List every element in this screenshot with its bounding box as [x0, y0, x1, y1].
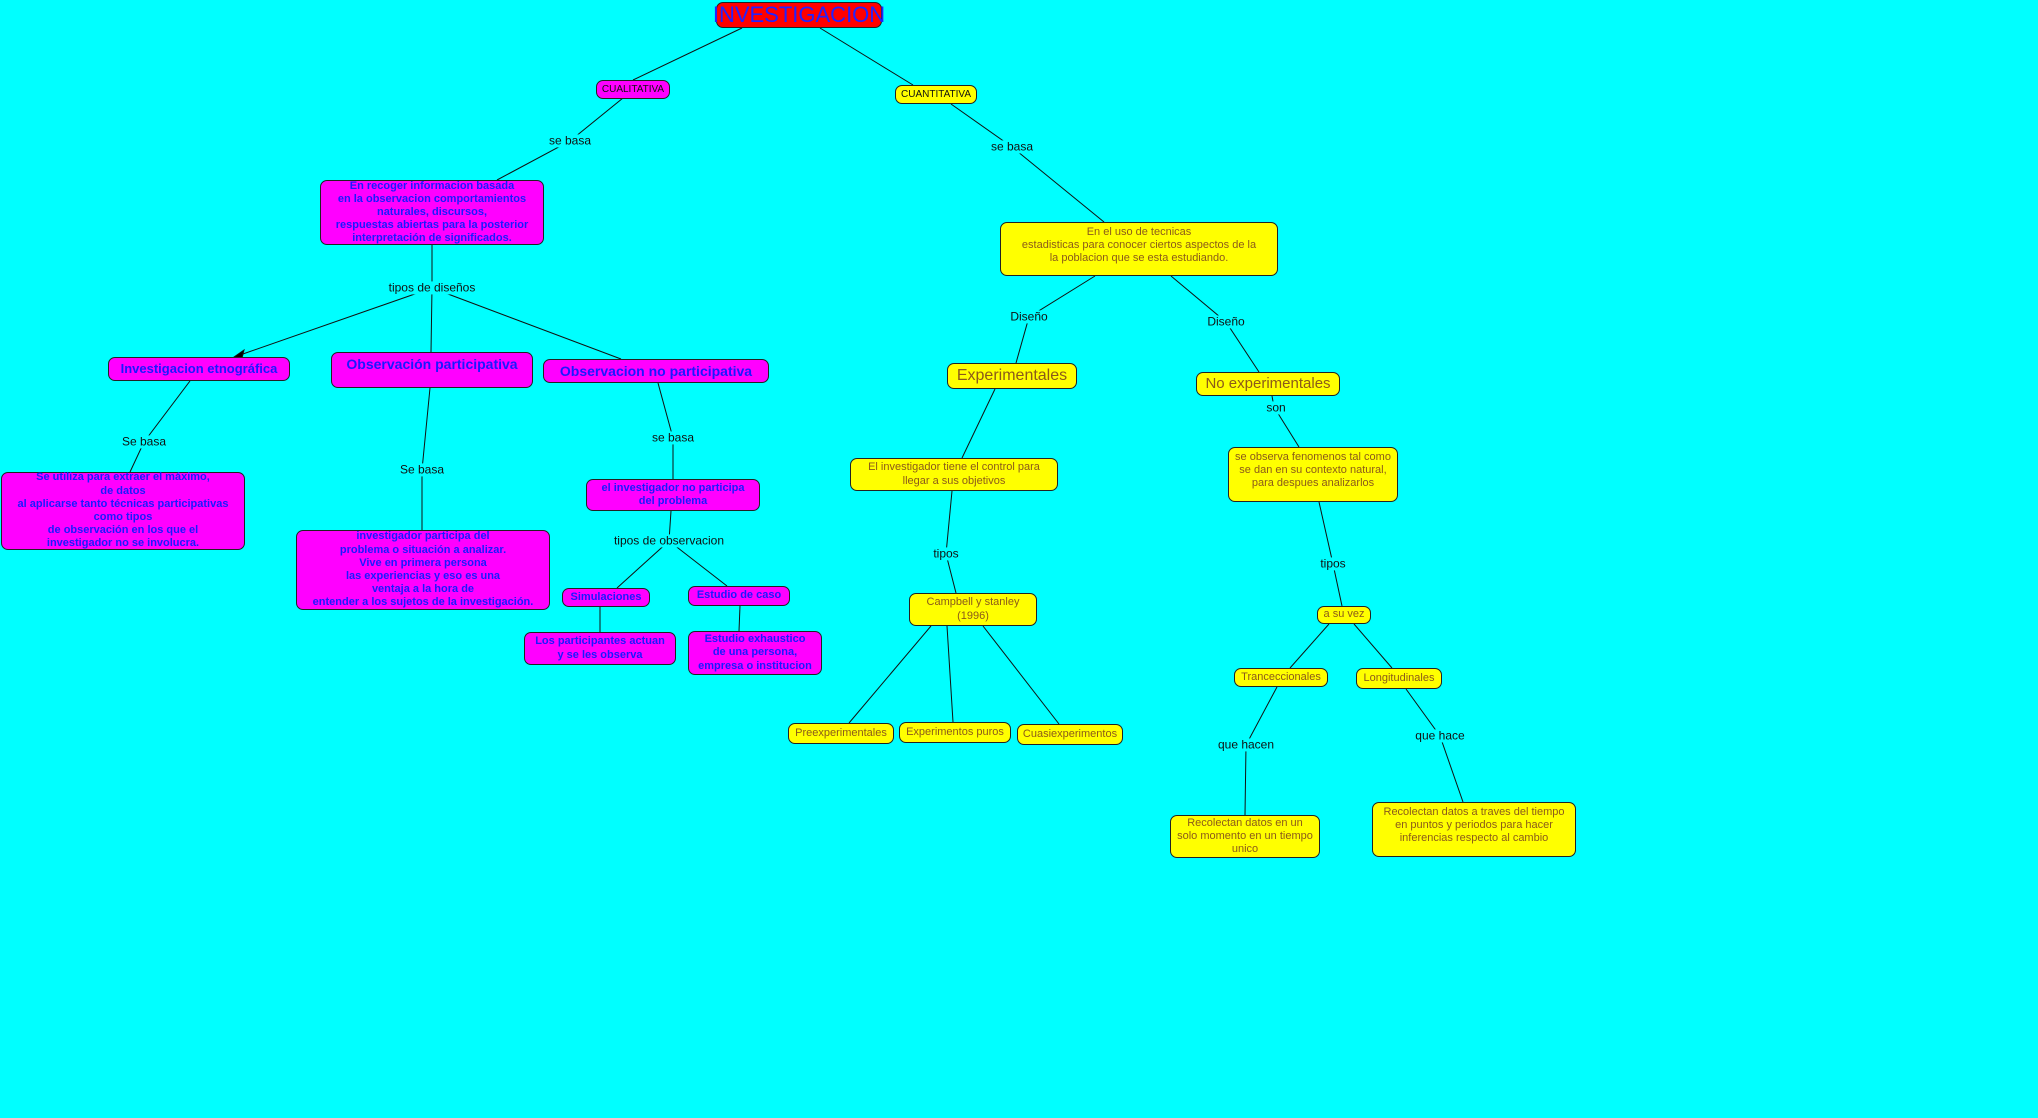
link-line	[1318, 501, 1343, 607]
node-a-su-vez[interactable]: a su vez	[1317, 606, 1371, 624]
link-label: Diseño	[1009, 309, 1049, 324]
node-cualitativa-descripcion[interactable]: En recoger informacion basada en la obse…	[320, 180, 544, 245]
node-no-experimentales-descripcion[interactable]: se observa fenomenos tal como se dan en …	[1228, 447, 1398, 502]
link-line	[950, 103, 1105, 223]
node-estudio-de-caso[interactable]: Estudio de caso	[688, 586, 790, 606]
node-longitudinales[interactable]: Longitudinales	[1356, 668, 1442, 689]
link-label: tipos	[1319, 556, 1347, 571]
link-line	[616, 510, 672, 589]
node-longitudinales-descripcion[interactable]: Recolectan datos a traves del tiempo en …	[1372, 802, 1576, 857]
node-no-participativa-descripcion[interactable]: el investigador no participa del problem…	[586, 479, 760, 511]
link-label: que hace	[1414, 728, 1466, 743]
node-experimentales-descripcion[interactable]: El investigador tiene el control para ll…	[850, 458, 1058, 491]
node-cuantitativa-descripcion[interactable]: En el uso de tecnicas estadisticas para …	[1000, 222, 1278, 276]
link-line	[848, 625, 932, 724]
link-label: tipos	[932, 546, 960, 561]
node-cuantitativa[interactable]: CUANTITATIVA	[895, 85, 977, 104]
node-cualitativa[interactable]: CUALITATIVA	[596, 80, 670, 99]
link-label: que hacen	[1216, 737, 1276, 752]
node-no-experimentales[interactable]: No experimentales	[1196, 372, 1340, 396]
node-tranceccionales[interactable]: Tranceccionales	[1234, 668, 1328, 687]
link-line	[819, 27, 914, 86]
node-simulaciones[interactable]: Simulaciones	[562, 588, 650, 607]
link-label: se basa	[989, 139, 1035, 154]
node-etnografica-descripcion[interactable]: Se utiliza para extraer el máximo, de da…	[1, 471, 245, 550]
link-label: tipos de diseños	[387, 280, 477, 295]
node-simulaciones-descripcion[interactable]: Los participantes actuan y se les observ…	[524, 632, 676, 665]
link-label: tipos de observacion	[612, 533, 726, 548]
link-line	[430, 287, 433, 353]
link-line	[431, 287, 622, 360]
node-tranceccionales-descripcion[interactable]: Recolectan datos en un solo momento en u…	[1170, 815, 1320, 858]
node-campbell-stanley[interactable]: Campbell y stanley (1996)	[909, 593, 1037, 626]
node-preexperimentales[interactable]: Preexperimentales	[788, 723, 894, 744]
link-line	[961, 388, 996, 459]
link-line	[1405, 688, 1464, 803]
node-investigacion-etnografica[interactable]: Investigacion etnográfica	[108, 357, 290, 381]
link-line	[421, 387, 431, 530]
link-label: Se basa	[398, 462, 446, 477]
link-label: Diseño	[1206, 314, 1246, 329]
link-line	[945, 490, 957, 594]
link-line	[946, 625, 954, 723]
node-participativa-descripcion[interactable]: investigador participa del problema o si…	[296, 530, 550, 610]
link-line	[129, 380, 191, 473]
link-line	[632, 27, 743, 81]
link-label: Se basa	[120, 434, 168, 449]
node-observacion-participativa[interactable]: Observación participativa	[331, 352, 533, 388]
link-line	[1353, 623, 1393, 669]
link-line	[668, 540, 728, 587]
link-line	[1289, 623, 1330, 669]
link-line	[738, 605, 741, 632]
node-observacion-no-participativa[interactable]: Observacion no participativa	[543, 359, 769, 383]
node-estudio-caso-descripcion[interactable]: Estudio exhaustico de una persona, empre…	[688, 631, 822, 675]
node-experimentos-puros[interactable]: Experimentos puros	[899, 722, 1011, 743]
link-line	[239, 245, 433, 356]
node-investigacion[interactable]: INVESTIGACION	[712, 1, 886, 28]
link-line	[982, 625, 1060, 725]
link-label: son	[1265, 400, 1287, 415]
link-label: se basa	[547, 133, 593, 148]
link-label: se basa	[650, 430, 696, 445]
node-experimentales[interactable]: Experimentales	[947, 363, 1077, 389]
node-cuasiexperimentos[interactable]: Cuasiexperimentos	[1017, 724, 1123, 745]
